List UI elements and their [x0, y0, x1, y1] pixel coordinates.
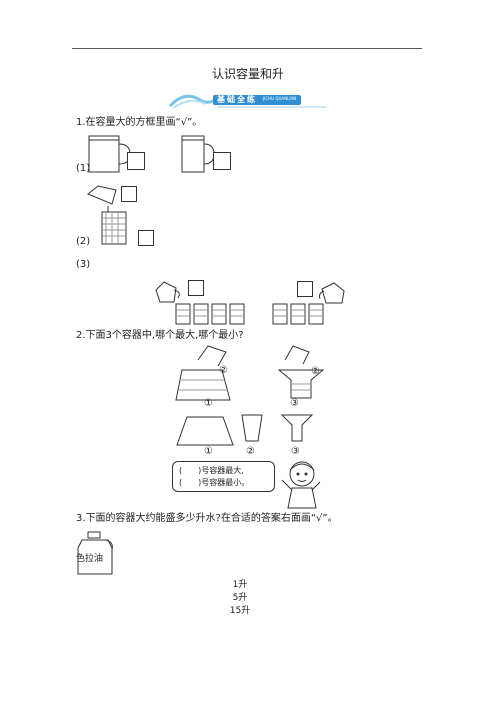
option-2[interactable]: 5升	[232, 593, 248, 603]
banner-sub-text: JICHU QUANLIAN	[263, 96, 297, 101]
option-3[interactable]: 15升	[229, 606, 251, 616]
answer-box-3a[interactable]	[188, 280, 204, 296]
section-banner: 基础全练 JICHU QUANLIAN	[165, 88, 335, 110]
answer-box-3b[interactable]	[297, 281, 313, 297]
answer-box-1b[interactable]	[213, 152, 231, 170]
pitcher-icon	[155, 281, 180, 303]
pitcher-icon	[319, 282, 345, 304]
bubble-line-2: ( )号容器最小。	[179, 478, 250, 487]
container-1-label: ①	[204, 446, 213, 457]
container-1-label: ①	[204, 398, 213, 409]
option-1[interactable]: 1升	[232, 580, 248, 590]
answer-box-2b[interactable]	[138, 230, 154, 246]
oil-bottle-icon	[77, 531, 113, 575]
container-1-icon	[175, 345, 231, 401]
q1-part1-label: (1)	[76, 163, 91, 174]
speech-bubble: ( )号容器最大, ( )号容器最小。	[172, 461, 275, 492]
cup-icon	[272, 303, 324, 325]
container-3-icon	[280, 414, 314, 442]
container-2-label: ②	[246, 446, 255, 457]
girl-icon	[281, 461, 321, 509]
banner-main-text: 基础全练	[217, 95, 257, 104]
container-3-label: ③	[291, 446, 300, 457]
container-2-label: ②	[311, 366, 320, 377]
container-2-label: ②	[219, 365, 228, 376]
container-2-icon	[241, 414, 263, 442]
cup-icon	[87, 185, 127, 245]
page-title: 认识容量和升	[211, 67, 284, 81]
answer-box-2a[interactable]	[121, 186, 137, 202]
bubble-line-1: ( )号容器最大,	[179, 466, 244, 475]
banner-wave-icon	[168, 94, 327, 109]
container-1-icon	[176, 416, 234, 446]
container-3-label: ③	[290, 398, 299, 409]
q3-text: 3.下面的容器大约能盛多少升水?在合适的答案右面画“√”。	[76, 513, 338, 524]
header-rule	[72, 48, 422, 49]
q1-part3-label: (3)	[76, 259, 91, 270]
q2-text: 2.下面3个容器中,哪个最大,哪个最小?	[76, 330, 244, 341]
q1-text: 1.在容量大的方框里画“√”。	[76, 117, 203, 128]
answer-box-1a[interactable]	[127, 152, 145, 170]
cup-icon	[175, 303, 245, 325]
oil-bottle-label: 色拉油	[76, 554, 104, 564]
container-3-icon	[277, 345, 325, 399]
q1-part2-label: (2)	[76, 236, 91, 247]
